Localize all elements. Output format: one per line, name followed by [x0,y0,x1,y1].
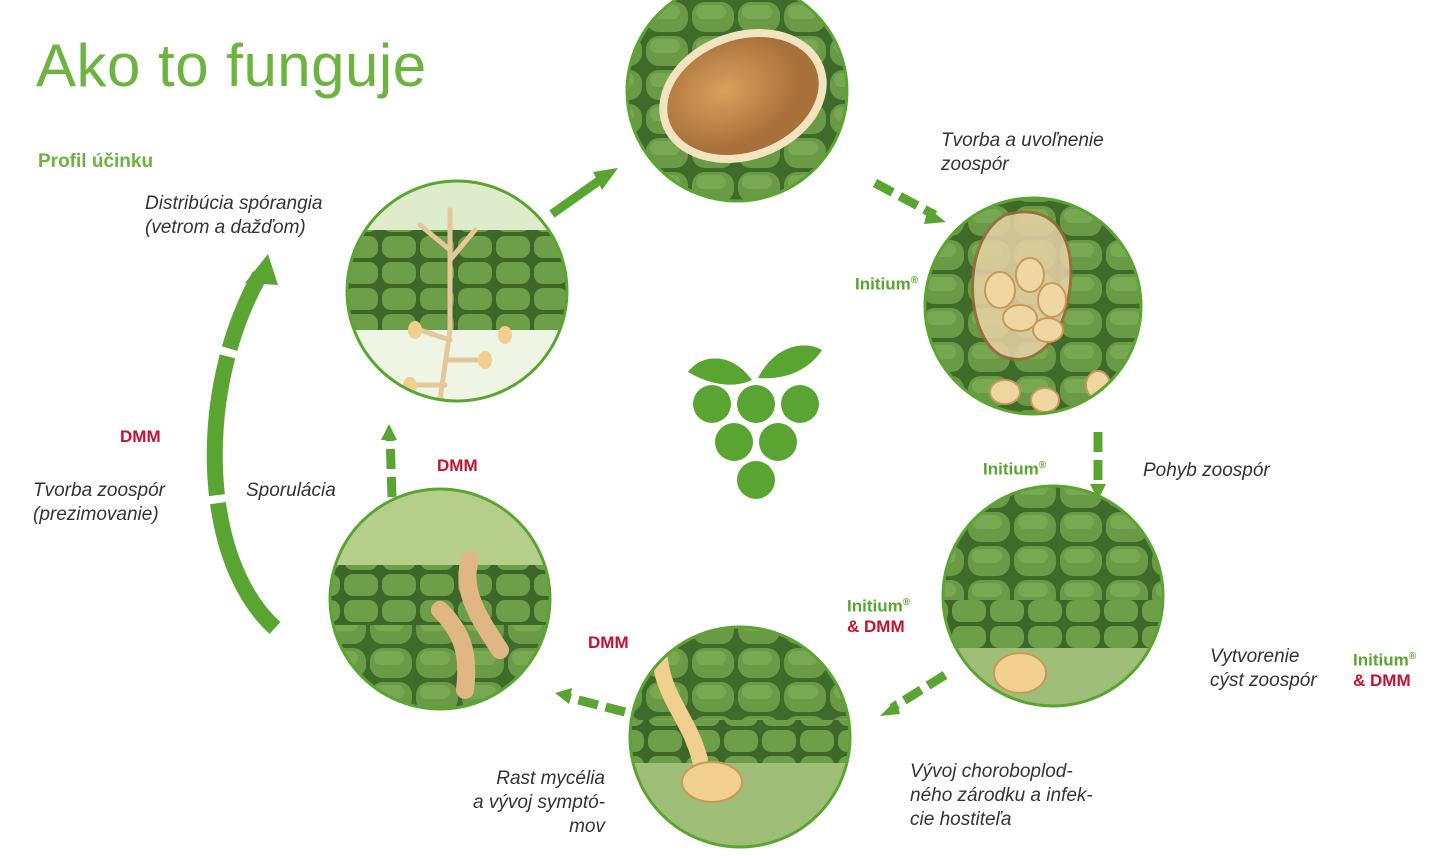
tag-dmm-sporulation: DMM [437,456,478,476]
arrow-overwinter [215,275,275,628]
tag-dmm-overwinter: DMM [120,427,161,447]
caption-mycelium: Rast mycélia a vývoj symptó- mov [440,767,605,839]
sporangium-circle [620,0,860,215]
arrow-4-to-5 [567,697,625,712]
zoospore-release-circle [920,195,1150,425]
arrow-3-to-4 [892,675,945,708]
arrow-6-to-1 [552,180,600,214]
mycelium-circle [325,485,560,720]
caption-cysts: Vytvorenie cýst zoospór [1210,645,1317,693]
tag-initium-dmm-development: Initium®& DMM [847,593,910,637]
tag-initium-release: Initium® [855,271,918,295]
tag-initium-movement: Initium® [983,456,1046,480]
caption-movement: Pohyb zoospór [1143,459,1270,483]
grape-cluster-icon [688,345,822,499]
germination-circle [625,620,860,856]
caption-distribution: Distribúcia spórangia (vetrom a dažďom) [145,192,322,240]
arrow-5-to-6 [390,435,392,497]
caption-sporulation: Sporulácia [246,479,336,503]
cyst-formation-circle [940,485,1170,718]
caption-release: Tvorba a uvoľnenie zoospór [941,129,1104,177]
caption-development: Vývoj choroboplod- ného zárodku a infek-… [910,760,1093,832]
arrow-1-to-2 [875,183,935,215]
sporulation-circle [345,180,575,414]
tag-initium-dmm-cysts: Initium®& DMM [1353,647,1416,691]
tag-dmm-mycelium: DMM [588,633,629,653]
caption-overwinter: Tvorba zoospór (prezimovanie) [33,479,165,527]
